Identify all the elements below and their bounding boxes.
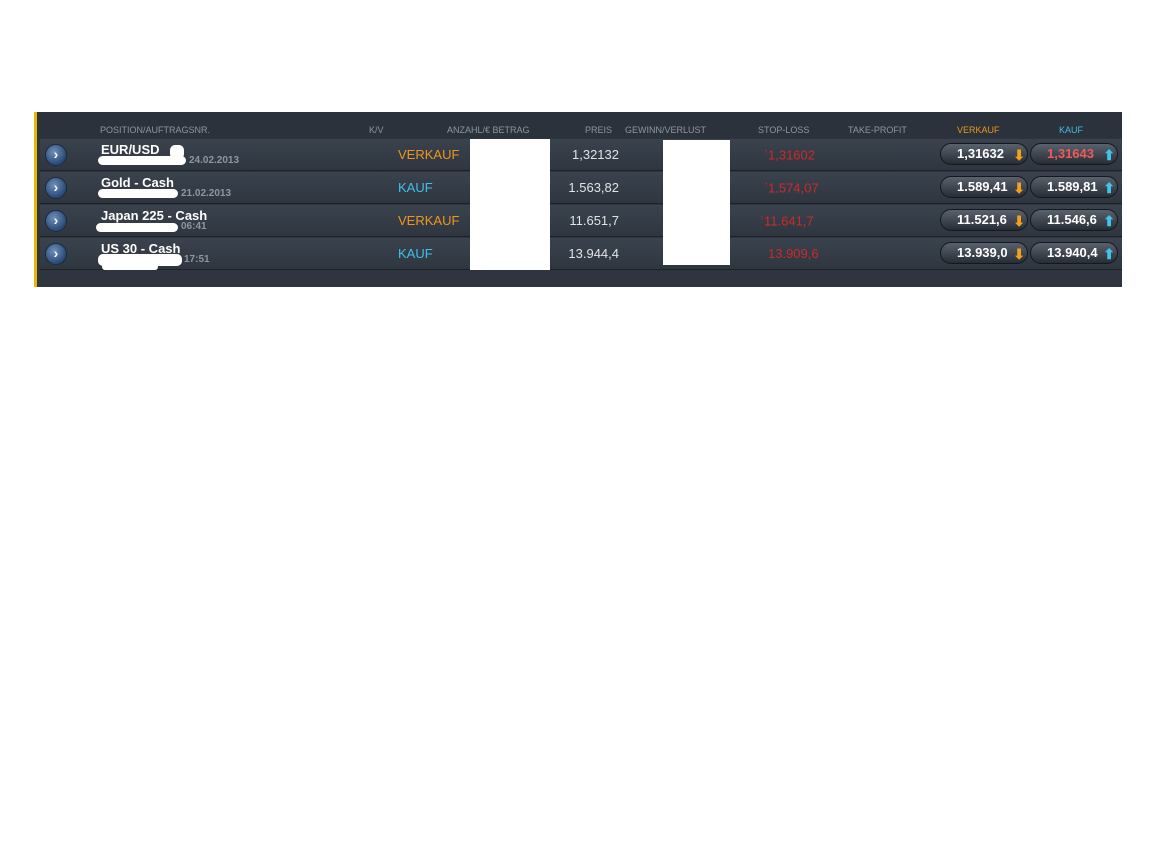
- position-date: 17:51: [184, 254, 210, 265]
- sell-quote-button[interactable]: 1.589,41⬇: [940, 176, 1028, 198]
- arrow-up-icon: ⬆: [1103, 246, 1115, 262]
- header-stoploss: STOP-LOSS: [758, 125, 810, 135]
- stop-loss-value[interactable]: ↑1.574,07: [764, 180, 819, 196]
- chevron-right-icon[interactable]: ›: [45, 144, 67, 166]
- redaction-scribble: [98, 189, 178, 198]
- chevron-right-icon[interactable]: ›: [45, 177, 67, 199]
- arrow-down-icon: ⬇: [1013, 147, 1025, 163]
- buy-quote-button[interactable]: 11.546,6⬆: [1030, 209, 1118, 231]
- table-row[interactable]: › Japan 225 - Cash 06:41 VERKAUF 11.651,…: [40, 205, 1122, 237]
- positions-panel: POSITION/AUFTRAGSNR. K/V ANZAHL/€ BETRAG…: [34, 112, 1122, 287]
- stop-loss-value[interactable]: 13.909,6: [768, 246, 819, 261]
- sell-quote-button[interactable]: 1,31632⬇: [940, 143, 1028, 165]
- redaction-block-amount: [470, 139, 550, 270]
- table-header: POSITION/AUFTRAGSNR. K/V ANZAHL/€ BETRAG…: [37, 112, 1122, 138]
- header-sell: VERKAUF: [957, 125, 1000, 135]
- position-date: 24.02.2013: [189, 155, 240, 166]
- direction-label: VERKAUF: [398, 213, 460, 228]
- chevron-right-icon[interactable]: ›: [45, 210, 67, 232]
- header-buy: KAUF: [1059, 125, 1084, 135]
- position-date: 06:41: [181, 221, 207, 232]
- instrument-name: Gold - Cash: [101, 175, 174, 190]
- redaction-scribble: [98, 254, 182, 266]
- arrow-down-icon: ⬇: [1013, 180, 1025, 196]
- sell-quote-button[interactable]: 11.521,6⬇: [940, 209, 1028, 231]
- header-position: POSITION/AUFTRAGSNR.: [100, 125, 211, 135]
- redaction-block-pnl: [663, 140, 730, 265]
- sell-quote-button[interactable]: 13.939,0⬇: [940, 242, 1028, 264]
- direction-label: KAUF: [398, 246, 433, 261]
- buy-quote-button[interactable]: 1.589,81⬆: [1030, 176, 1118, 198]
- header-amount: ANZAHL/€ BETRAG: [447, 125, 530, 135]
- redaction-scribble: [102, 264, 158, 270]
- header-pnl: GEWINN/VERLUST: [625, 125, 707, 135]
- redaction-scribble: [96, 223, 178, 232]
- buy-quote-button[interactable]: 13.940,4⬆: [1030, 242, 1118, 264]
- open-price: 11.651,7: [569, 213, 619, 228]
- arrow-down-icon: ⬇: [1013, 246, 1025, 262]
- redaction-scribble: [170, 145, 184, 159]
- header-kv: K/V: [369, 125, 384, 135]
- table-row[interactable]: › US 30 - Cash 17:51 KAUF 13.944,4 13.90…: [40, 238, 1122, 270]
- redaction-scribble: [98, 156, 186, 165]
- instrument-name: EUR/USD: [101, 142, 160, 157]
- direction-label: KAUF: [398, 180, 433, 195]
- open-price: 1,32132: [572, 147, 619, 162]
- instrument-name: Japan 225 - Cash: [101, 208, 208, 223]
- arrow-up-icon: ⬆: [1103, 213, 1115, 229]
- direction-label: VERKAUF: [398, 147, 460, 162]
- arrow-down-icon: ⬇: [1013, 213, 1025, 229]
- arrow-up-icon: ⬆: [1103, 147, 1115, 163]
- open-price: 1.563,82: [568, 180, 619, 195]
- arrow-up-icon: ⬆: [1103, 180, 1115, 196]
- header-takeprofit: TAKE-PROFIT: [848, 125, 907, 135]
- chevron-right-icon[interactable]: ›: [45, 243, 67, 265]
- header-price: PREIS: [585, 125, 613, 135]
- table-row[interactable]: › Gold - Cash 21.02.2013 KAUF 1.563,82 ↑…: [40, 172, 1122, 204]
- stop-loss-value[interactable]: ↑1,31602: [764, 147, 815, 163]
- open-price: 13.944,4: [568, 246, 619, 261]
- table-row[interactable]: › EUR/USD 24.02.2013 VERKAUF 1,32132 ↑1,…: [40, 139, 1122, 171]
- position-date: 21.02.2013: [181, 188, 232, 199]
- instrument-name: US 30 - Cash: [101, 241, 181, 256]
- stop-loss-value[interactable]: ↑11.641,7: [760, 213, 814, 229]
- buy-quote-button[interactable]: 1,31643⬆: [1030, 143, 1118, 165]
